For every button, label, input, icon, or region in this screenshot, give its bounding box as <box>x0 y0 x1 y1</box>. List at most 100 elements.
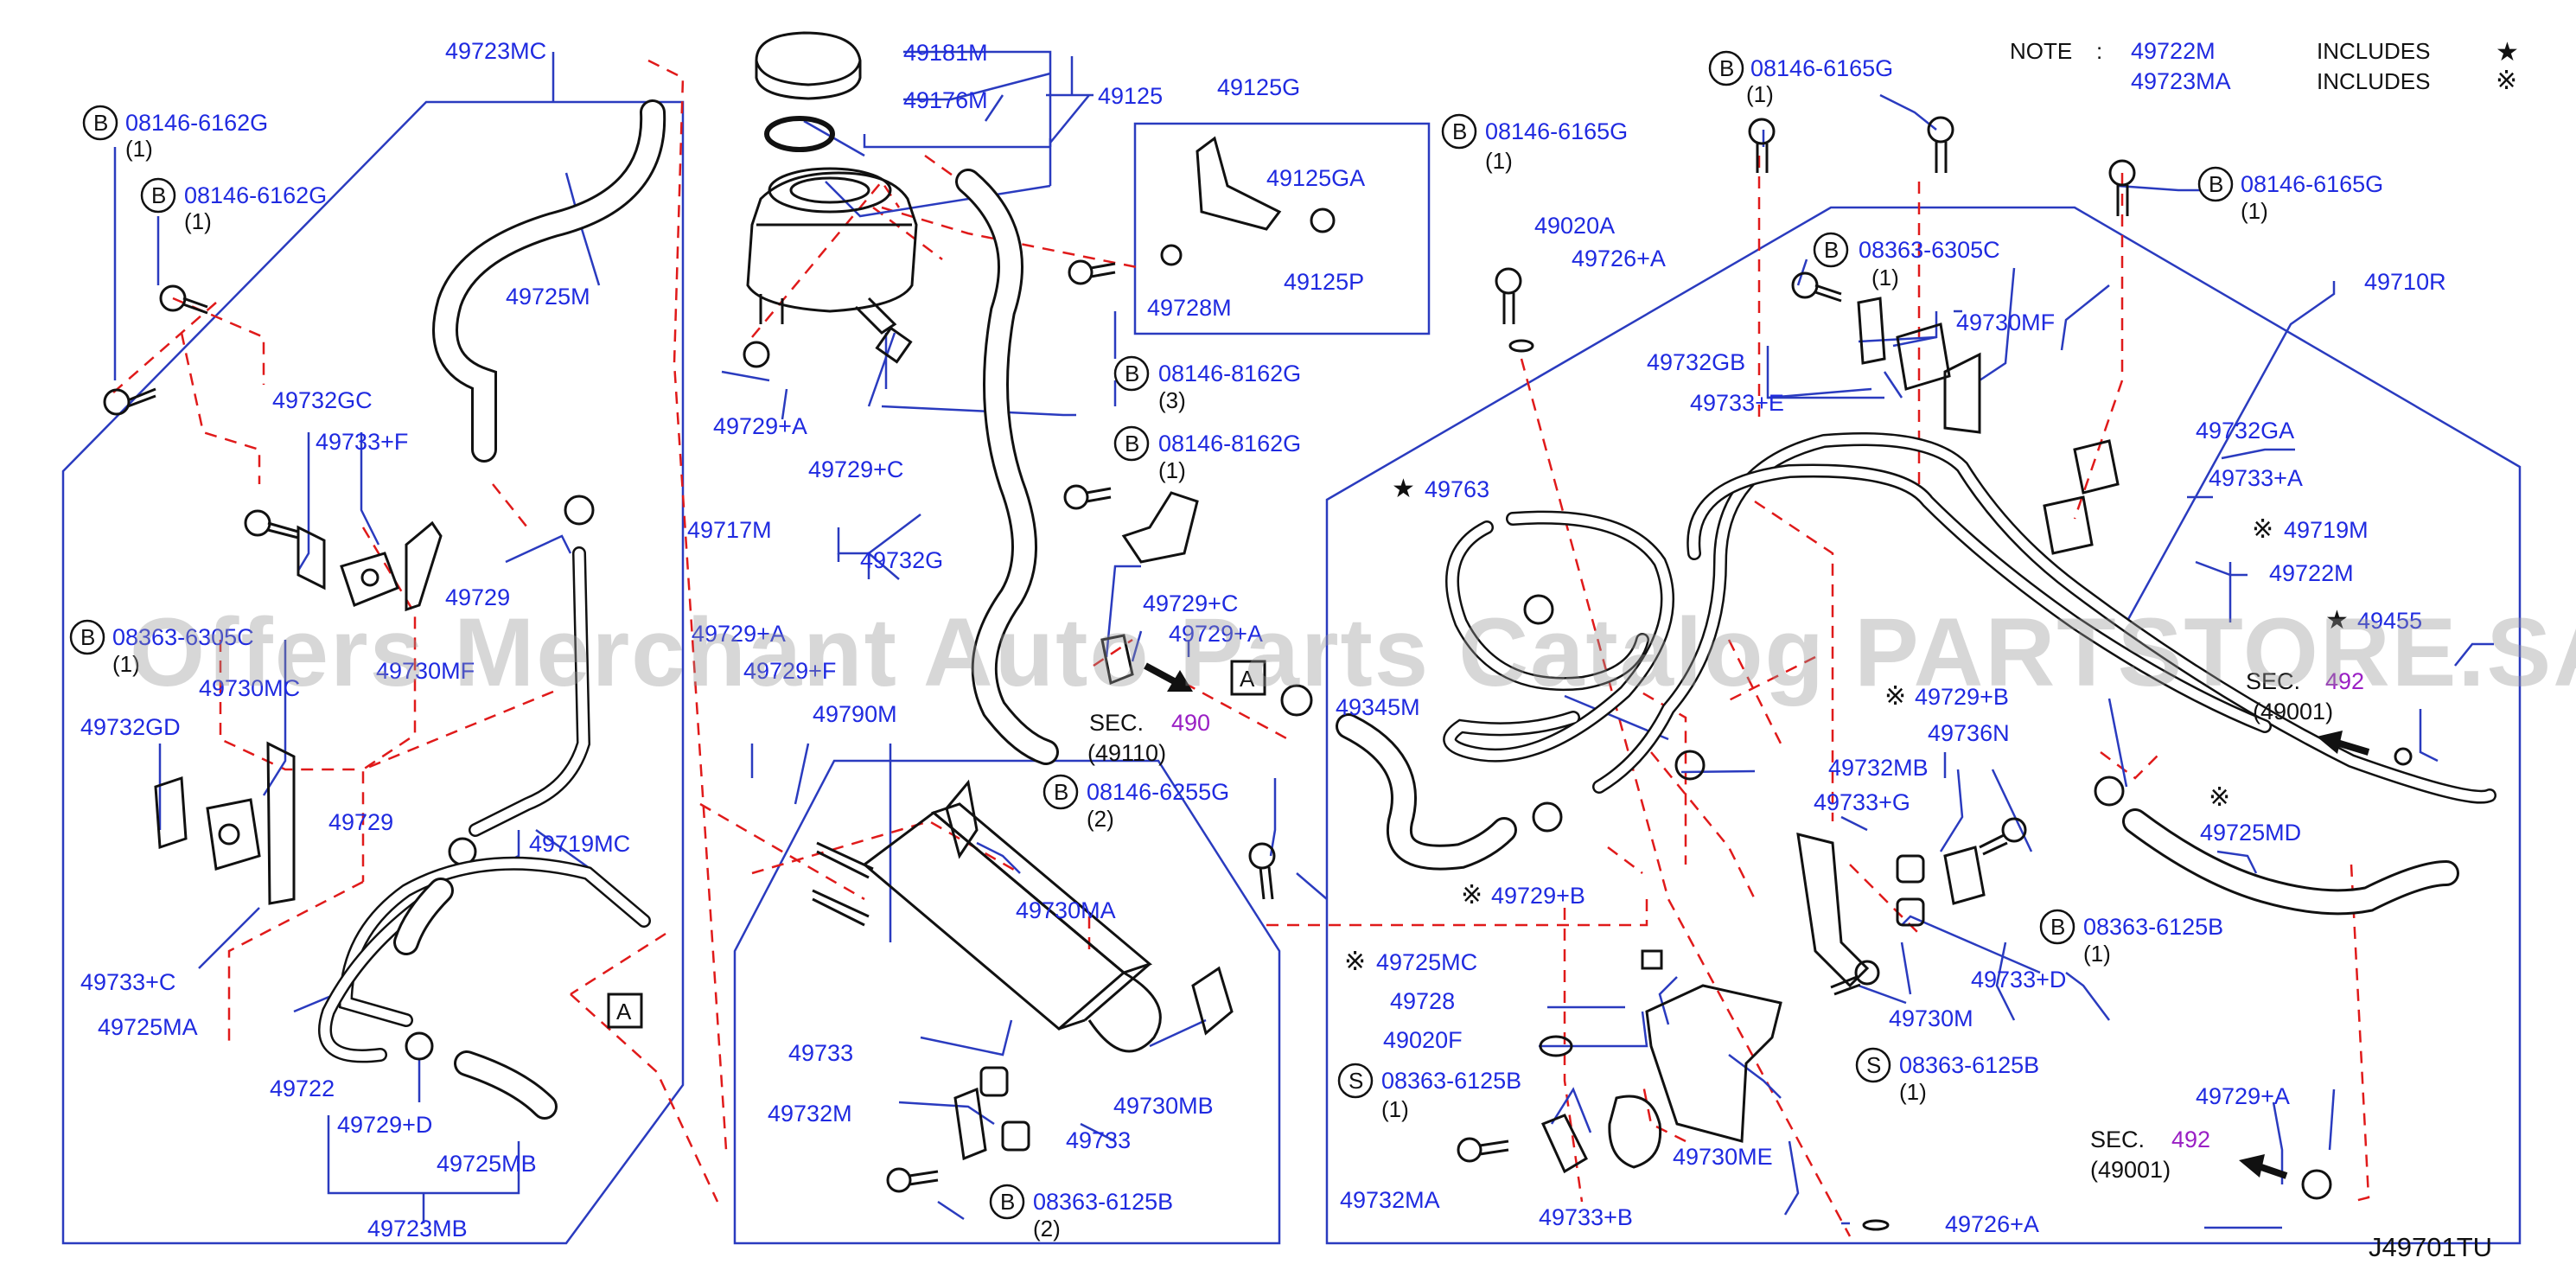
hose-49725md <box>2122 808 2459 916</box>
label-49730mc: 49730MC <box>199 675 300 701</box>
label-49725ma: 49725MA <box>98 1014 198 1040</box>
grommet-49733b <box>1608 1095 1662 1169</box>
hoses-and-tubes <box>318 99 2496 1120</box>
label-49726a-2: 49726+A <box>1945 1211 2039 1237</box>
clamp-49732m <box>953 1087 987 1161</box>
ref-mark: ※ <box>2252 514 2273 545</box>
label-49725mb: 49725MB <box>437 1151 537 1177</box>
label-49717m: 49717M <box>687 517 772 543</box>
bracket-49732g <box>1121 491 1199 564</box>
label-49730ma: 49730MA <box>1016 897 1116 923</box>
bolt-08363-6305c-right <box>1791 271 1842 303</box>
b-prefix: B <box>151 182 166 208</box>
clamp-49732ga <box>2073 439 2120 495</box>
label-49729a-3: 49729+A <box>1169 621 1263 647</box>
label-08363-6125b-cooler: 08363-6125B <box>1033 1189 1173 1215</box>
label-49729b-1: 49729+B <box>1915 684 2009 710</box>
label-49723mc: 49723MC <box>445 38 546 64</box>
star-mark: ★ <box>2325 605 2349 635</box>
grommet-49733-a <box>979 1066 1009 1097</box>
bolt-08146-6162g-a <box>103 387 156 416</box>
hose-49725ma <box>393 878 454 955</box>
note-star-mark: ★ <box>2496 37 2519 67</box>
clamp-49729a-right <box>2301 1169 2332 1200</box>
clamp-49729a-mid <box>1280 684 1313 717</box>
washer-49726a-top <box>1508 339 1534 353</box>
bracket-49730ma <box>945 779 979 859</box>
section-492-word-b: SEC. <box>2090 1127 2145 1152</box>
label-08363-6125b-right: 08363-6125B <box>2083 914 2223 940</box>
b-prefix: B <box>1452 118 1467 144</box>
label-49020a: 49020A <box>1534 213 1615 239</box>
parts-line-art <box>103 31 2413 1231</box>
callout-a-mid: A <box>1240 666 1255 692</box>
label-49732gc: 49732GC <box>272 387 373 413</box>
qty: (1) <box>2083 941 2111 967</box>
label-49732gb: 49732GB <box>1647 349 1745 375</box>
washer-49726a-bottom <box>1862 1219 1890 1231</box>
bolt-08146-6165g-1 <box>1748 118 1776 173</box>
callout-box-a-mid <box>1230 660 1266 696</box>
clamp-49733f <box>340 552 399 607</box>
label-49736n: 49736N <box>1928 720 2010 746</box>
group-boxes <box>61 100 2522 1245</box>
label-49733-b: 49733 <box>1066 1127 1131 1153</box>
label-49125ga: 49125GA <box>1266 165 1365 191</box>
label-08363-6305c: 08363-6305C <box>1859 237 2000 263</box>
label-08146-8162g-3: 08146-8162G <box>1158 361 1301 386</box>
b-prefix: B <box>1054 779 1068 805</box>
label-49725md: 49725MD <box>2200 820 2301 846</box>
reservoir-tank <box>746 167 918 335</box>
grommet-49736n-b <box>1896 897 1925 927</box>
label-49733b: 49733+B <box>1539 1204 1633 1230</box>
clamp-49733f-hole <box>360 568 379 587</box>
label-49729a-4: 49729+A <box>2196 1083 2290 1109</box>
s-prefix: S <box>1349 1068 1363 1094</box>
s-prefix: S <box>1866 1052 1881 1078</box>
label-49729-b: 49729 <box>328 809 393 835</box>
section-490-number: 490 <box>1171 710 1210 736</box>
label-49732mb: 49732MB <box>1828 755 1929 781</box>
label-08363-6305c-left: 08363-6305C <box>112 624 254 650</box>
label-49729a-2: 49729+A <box>692 621 786 647</box>
star-mark: ★ <box>1392 474 1415 504</box>
label-08146-8162g-1: 08146-8162G <box>1158 431 1301 456</box>
bolt-49020a <box>1495 267 1522 324</box>
label-49725m: 49725M <box>506 284 590 310</box>
label-49730mb: 49730MB <box>1113 1093 1214 1119</box>
b-prefix: B <box>1125 431 1139 456</box>
grommet-49020f <box>1539 1035 1573 1057</box>
label-49733e: 49733+E <box>1690 390 1784 416</box>
hose-49345m <box>1445 520 1649 692</box>
tube-49722-a <box>338 856 651 1027</box>
label-49730m: 49730M <box>1889 1005 1973 1031</box>
qty: (1) <box>125 136 153 162</box>
label-49455: 49455 <box>2357 608 2422 634</box>
ref-mark: ※ <box>1344 947 1366 977</box>
bolt-08146-6165g-3 <box>2108 159 2136 216</box>
label-49719m: 49719M <box>2284 517 2369 543</box>
qty: (1) <box>1871 265 1899 290</box>
bolt-08146-6255g <box>1248 842 1276 900</box>
grommet-49736n-a <box>1896 854 1925 884</box>
label-49732ma: 49732MA <box>1340 1187 1440 1213</box>
note-colon: : <box>2096 38 2102 64</box>
b-prefix: B <box>80 624 95 650</box>
label-49729-a: 49729 <box>445 584 510 610</box>
label-49719mc: 49719MC <box>529 831 630 857</box>
section-492-ref-a: (49001) <box>2253 699 2333 724</box>
dashed-connectors <box>112 59 2370 1237</box>
grommet-49125p <box>1310 207 1336 233</box>
label-49176m: 49176M <box>903 87 988 113</box>
clamp-49733e <box>1896 322 1951 391</box>
label-49725mc: 49725MC <box>1376 949 1477 975</box>
label-49729c-1: 49729+C <box>808 456 903 482</box>
hose-49763 <box>1443 510 1674 763</box>
b-prefix: B <box>1824 237 1839 263</box>
qty: (1) <box>1899 1079 1927 1105</box>
bolt-08146-6162g-b <box>159 284 208 315</box>
tube-49719mc <box>469 546 591 837</box>
qty: (1) <box>2241 198 2268 224</box>
tube-49722m <box>1687 463 2272 733</box>
